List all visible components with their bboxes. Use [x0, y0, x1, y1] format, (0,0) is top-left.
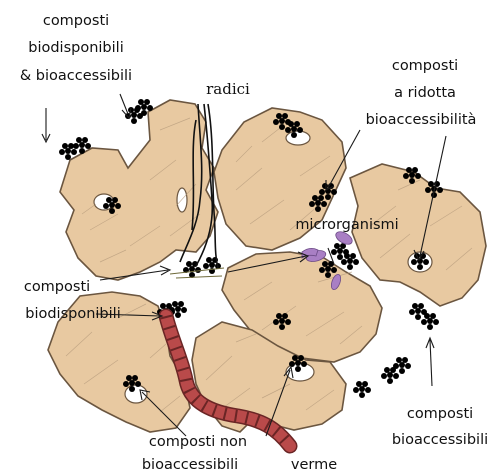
label-composti-biodisponibili-bioaccessibili-line1: composti: [43, 13, 109, 29]
label-verme: verme: [291, 457, 337, 473]
label-radici: radici: [206, 80, 250, 98]
label-composti-biodisponibili-line2: biodisponibili: [25, 306, 120, 322]
label-composti-non-bioaccessibili-line1: composti non: [149, 434, 247, 450]
soil-aggregate-right: [350, 164, 486, 306]
label-ridotta-bioaccessibilita-line2: a ridotta: [394, 85, 456, 101]
label-composti-bioaccessibili-line1: composti: [407, 406, 473, 422]
label-composti-non-bioaccessibili-line2: bioaccessibili: [142, 457, 238, 473]
label-composti-biodisponibili-line1: composti: [24, 279, 90, 295]
label-microrganismi: microrganismi: [295, 217, 398, 233]
label-ridotta-bioaccessibilita-line3: bioaccessibilità: [366, 112, 477, 128]
label-composti-biodisponibili-bioaccessibili-line3: & bioaccessibili: [20, 68, 132, 84]
label-composti-biodisponibili-bioaccessibili-line2: biodisponibili: [28, 40, 123, 56]
label-composti-bioaccessibili-line2: bioaccessibili: [392, 432, 488, 448]
label-ridotta-bioaccessibilita-line1: composti: [392, 58, 458, 74]
